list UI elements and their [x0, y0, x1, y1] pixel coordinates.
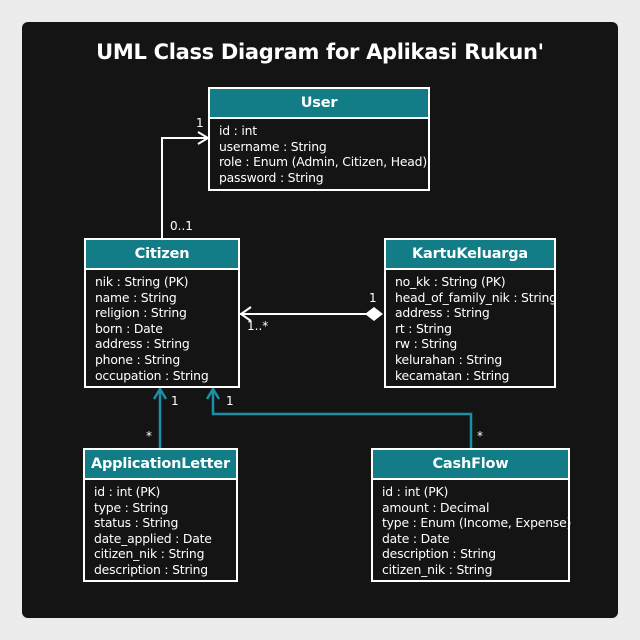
multiplicity-citizen-from-letter: 1	[171, 394, 179, 408]
attribute: username : String	[219, 138, 327, 154]
kk-citizen-arrowhead	[239, 306, 252, 322]
class-citizen-attributes: nik : String (PK) name : String religion…	[86, 270, 238, 383]
attribute: id : int (PK)	[94, 484, 161, 499]
attribute: address : String	[395, 305, 490, 321]
class-cash-flow[interactable]: CashFlow id : int (PK) amount : Decimal …	[371, 448, 572, 582]
cashflow-citizen-association	[211, 390, 473, 448]
attribute: citizen_nik : String	[382, 561, 493, 577]
attribute: head_of_family_nik : String	[395, 289, 557, 305]
attribute: description : String	[94, 561, 208, 577]
multiplicity-citizen-from-cashflow: 1	[226, 394, 234, 408]
attribute: phone : String	[95, 351, 181, 367]
attribute: password : String	[219, 169, 324, 185]
multiplicity-letter-end: *	[146, 429, 152, 443]
letter-citizen-arrowhead	[152, 386, 168, 400]
attribute: status : String	[94, 515, 179, 531]
multiplicity-user-end: 1	[196, 116, 204, 130]
class-user-name: User	[210, 89, 428, 119]
attribute: rw : String	[395, 336, 458, 352]
multiplicity-citizen-from-kk: 1..*	[247, 319, 269, 333]
multiplicity-cashflow-end: *	[477, 429, 483, 443]
kk-aggregation-diamond	[365, 307, 383, 321]
attribute: no_kk : String (PK)	[395, 274, 506, 289]
attribute: date_applied : Date	[94, 530, 212, 546]
attribute: id : int (PK)	[382, 484, 449, 499]
attribute: kelurahan : String	[395, 351, 503, 367]
attribute: rt : String	[395, 320, 452, 336]
attribute: id : int	[219, 123, 257, 138]
attribute: citizen_nik : String	[94, 546, 205, 562]
attribute: role : Enum (Admin, Citizen, Head)	[219, 154, 427, 170]
attribute: name : String	[95, 289, 177, 305]
attribute: religion : String	[95, 305, 187, 321]
attribute: occupation : String	[95, 367, 209, 383]
class-application-letter-attributes: id : int (PK) type : String status : Str…	[85, 480, 236, 578]
citizen-user-association	[161, 137, 207, 240]
class-user[interactable]: User id : int username : String role : E…	[208, 87, 430, 191]
class-kartu-keluarga-name: KartuKeluarga	[386, 240, 554, 270]
diagram-title: UML Class Diagram for Aplikasi Rukun'	[96, 40, 544, 64]
class-kartu-keluarga[interactable]: KartuKeluarga no_kk : String (PK) head_o…	[384, 238, 557, 388]
class-cash-flow-name: CashFlow	[373, 450, 568, 480]
multiplicity-kk-end: 1	[369, 291, 377, 305]
class-application-letter-name: ApplicationLetter	[85, 450, 236, 480]
class-user-attributes: id : int username : String role : Enum (…	[210, 119, 428, 185]
attribute: amount : Decimal	[382, 499, 490, 515]
cashflow-citizen-arrowhead	[205, 386, 221, 400]
attribute: type : Enum (Income, Expense)	[382, 515, 572, 531]
class-cash-flow-attributes: id : int (PK) amount : Decimal type : En…	[373, 480, 572, 578]
attribute: address : String	[95, 336, 190, 352]
attribute: date : Date	[382, 530, 450, 546]
attribute: born : Date	[95, 320, 163, 336]
class-application-letter[interactable]: ApplicationLetter id : int (PK) type : S…	[83, 448, 238, 582]
attribute: nik : String (PK)	[95, 274, 189, 289]
class-citizen-name: Citizen	[86, 240, 238, 270]
class-citizen[interactable]: Citizen nik : String (PK) name : String …	[84, 238, 240, 388]
class-kartu-keluarga-attributes: no_kk : String (PK) head_of_family_nik :…	[386, 270, 557, 383]
attribute: description : String	[382, 546, 496, 562]
multiplicity-citizen-to-user: 0..1	[170, 219, 193, 233]
attribute: type : String	[94, 499, 169, 515]
attribute: kecamatan : String	[395, 367, 510, 383]
